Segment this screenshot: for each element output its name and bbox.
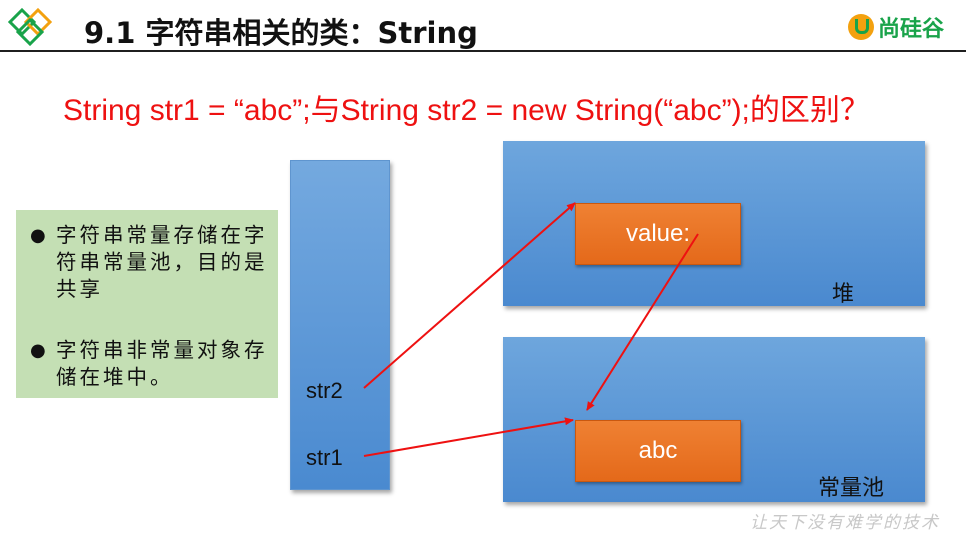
bullet-icon: ● — [30, 225, 49, 246]
note-item: ● 字符串非常量对象存储在堆中。 — [30, 337, 270, 391]
footer-watermark: 让天下没有难学的技术 — [750, 513, 940, 533]
brand-name: 尚硅谷 — [877, 17, 944, 42]
var-str2: str2 — [306, 378, 343, 403]
slide-header: 9.1 字符串相关的类：String 尚硅谷 — [0, 0, 966, 54]
note-item: ● 字符串常量存储在字符串常量池，目的是共享 — [30, 222, 270, 303]
note-box: ● 字符串常量存储在字符串常量池，目的是共享 ● 字符串非常量对象存储在堆中。 — [16, 210, 278, 398]
heap-object-box: value: — [575, 203, 741, 265]
note-text: 字符串常量存储在字符串常量池，目的是共享 — [56, 223, 268, 301]
bullet-icon: ● — [30, 340, 49, 361]
pool-label: 常量池 — [818, 476, 885, 501]
note-text: 字符串非常量对象存储在堆中。 — [56, 338, 268, 389]
brand-u-icon — [847, 14, 874, 40]
diamond-logo-icon — [8, 7, 53, 46]
question-text: String str1 = “abc”;与String str2 = new S… — [63, 94, 870, 127]
brand-logo: 尚硅谷 — [847, 12, 944, 42]
pool-object-box: abc — [575, 420, 741, 482]
var-str1: str1 — [306, 445, 343, 470]
header-divider — [0, 50, 966, 52]
heap-label: 堆 — [832, 282, 855, 307]
stack-block — [290, 160, 390, 490]
page-title: 9.1 字符串相关的类：String — [84, 16, 478, 50]
